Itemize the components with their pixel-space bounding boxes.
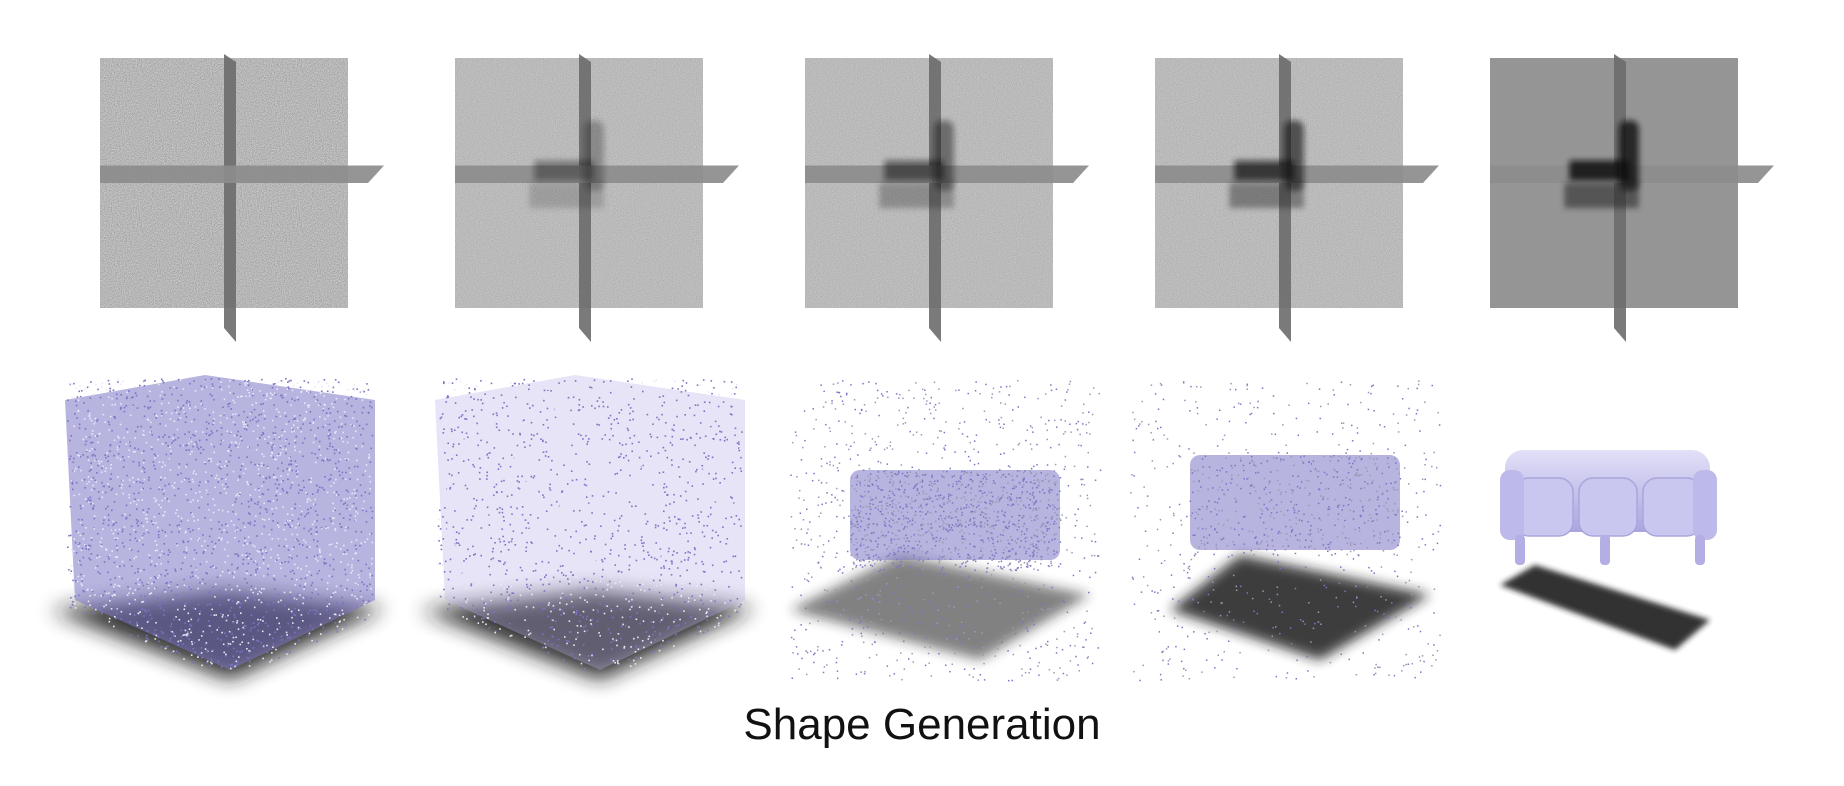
triplane-row [100,54,1774,342]
point-cloud-panel-1 [50,375,385,680]
horizontal-plane [100,165,384,183]
point-cloud-panel-4 [1130,380,1442,682]
points [1130,380,1442,682]
shape-slice-horizontal [534,160,594,181]
triplane-panel-3 [805,54,1089,342]
point-cloud-panel-2 [420,375,755,680]
floor-shadow [1170,555,1430,660]
floor-shadow [790,555,1090,660]
sofa-mesh [1500,450,1717,565]
figure-caption: Shape Generation [743,700,1101,749]
vertical-plane [224,54,236,342]
triplane-panel-4 [1155,54,1439,342]
cube-volume [435,375,745,670]
emerging-sofa [1190,455,1400,550]
point-cloud-row [50,375,1717,682]
shape-slice-vertical [1618,120,1639,191]
shape-slice-vertical [1283,120,1304,191]
floor-shadow [1500,565,1710,650]
shape-slice-horizontal [1234,160,1294,181]
points [67,378,374,670]
shape-slice-lower [879,183,954,208]
triplane-panel-2 [455,54,739,342]
point-cloud-panel-5 [1500,450,1717,650]
shape-slice-lower [1229,183,1304,208]
shape-slice-horizontal [1569,160,1629,181]
point-cloud-panel-3 [790,380,1102,682]
triplane-panel-1 [100,54,384,342]
shape-slice-lower [529,183,604,208]
shape-slice-lower [1564,183,1639,208]
floor-shadow [420,590,755,680]
shape-slice-horizontal [884,160,944,181]
triplane-panel-5 [1490,54,1774,342]
points [437,378,744,670]
shape-slice-vertical [933,120,954,191]
shape-slice-vertical [583,120,604,191]
points [790,380,1102,682]
